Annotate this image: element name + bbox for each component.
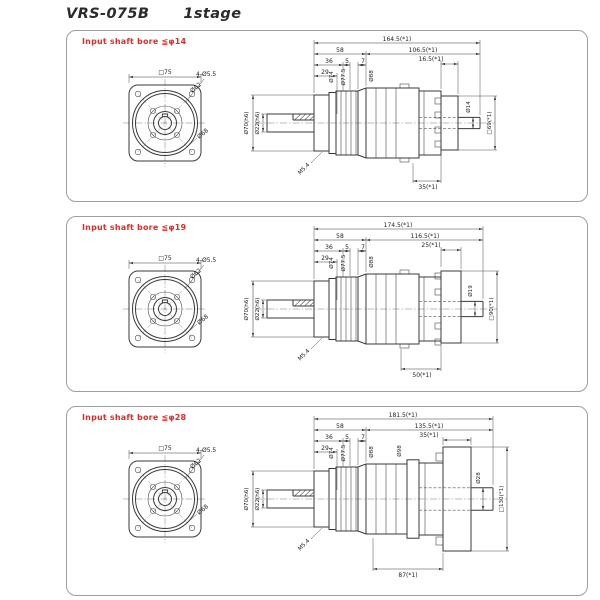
dim-dia77-5: Ø77.5 <box>340 68 347 85</box>
input-bore-note: Input shaft bore ≦φ28 <box>82 413 187 422</box>
dim-dia68: Ø68 <box>196 127 210 140</box>
dim-motor-side-length: 106.5(*1) <box>409 47 438 54</box>
dim-5: 5 <box>345 58 349 65</box>
label-tap: M5.4 <box>297 538 311 552</box>
label-tap: M5.4 <box>297 348 311 362</box>
dim-total-length: 164.5(*1) <box>383 36 412 43</box>
side-view <box>255 83 495 163</box>
stage-label: 1stage <box>183 6 242 22</box>
dim-motor-shaft-dia: Ø19 <box>467 285 474 297</box>
dim-5: 5 <box>345 244 349 251</box>
label-tap: M5.4 <box>297 162 311 176</box>
dim-output-shaft-dia: Ø22(h6) <box>254 298 261 321</box>
dim-adapter-length: 87(*1) <box>398 572 417 579</box>
dim-pilot-dia: Ø70(h6) <box>243 488 250 511</box>
dim-36: 36 <box>325 434 333 441</box>
dim-adapter-length: 50(*1) <box>412 372 431 379</box>
panel-input-bore-28: Input shaft bore ≦φ28 □75 4-Ø5.5 <box>66 406 588 596</box>
panel-input-bore-19: Input shaft bore ≦φ19 □75 4-Ø5.5 <box>66 216 588 392</box>
dim-dia74: Ø74 <box>328 71 335 83</box>
dim-motor-flange: □69(*1) <box>487 111 493 134</box>
technical-drawing-bore14: □75 4-Ø5.5 Ø62 Ø68 <box>123 36 497 191</box>
dim-square-75: □75 <box>158 445 171 452</box>
dim-dia77-5: Ø77.5 <box>340 254 347 271</box>
side-view-dimensions: 181.5(*1) 58 135.5(*1) 36 5 7 29 35( <box>243 412 509 579</box>
label-corner-holes: 4-Ø5.5 <box>196 257 216 264</box>
input-bore-note: Input shaft bore ≦φ14 <box>82 37 187 46</box>
dim-total-length: 181.5(*1) <box>389 412 418 419</box>
dim-36: 36 <box>325 58 333 65</box>
input-bore-note: Input shaft bore ≦φ19 <box>82 223 187 232</box>
dim-dia88: Ø88 <box>368 70 375 82</box>
dim-square-75: □75 <box>158 255 171 262</box>
side-view-dimensions: 174.5(*1) 58 116.5(*1) 36 5 7 29 25( <box>243 222 499 379</box>
dim-flange-thickness: 35(*1) <box>419 432 438 439</box>
technical-drawing-bore19: □75 4-Ø5.5 Ø62 Ø68 <box>123 222 499 379</box>
dim-gear-length: 58 <box>336 423 344 430</box>
dim-motor-shaft-dia: Ø14 <box>465 101 472 113</box>
dim-motor-flange: □90(*1) <box>489 297 495 320</box>
dim-motor-flange: □130(*1) <box>499 486 505 513</box>
side-view <box>255 446 507 552</box>
dim-output-shaft-dia: Ø22(h6) <box>254 112 261 135</box>
dim-pilot-dia: Ø70(h6) <box>243 298 250 321</box>
technical-drawing-bore28: □75 4-Ø5.5 Ø62 Ø68 <box>123 412 509 579</box>
dim-dia98: Ø98 <box>396 445 403 457</box>
dim-dia68: Ø68 <box>196 503 210 516</box>
label-corner-holes: 4-Ø5.5 <box>196 447 216 454</box>
dim-motor-shaft-dia: Ø28 <box>475 472 482 484</box>
dim-29: 29 <box>321 445 329 452</box>
dim-gear-length: 58 <box>336 47 344 54</box>
dim-adapter-length: 35(*1) <box>418 184 437 191</box>
dim-dia77-5: Ø77.5 <box>340 444 347 461</box>
front-view: □75 4-Ø5.5 Ø62 Ø68 <box>123 69 216 167</box>
dim-36: 36 <box>325 244 333 251</box>
dim-7: 7 <box>361 434 365 441</box>
dim-dia88: Ø88 <box>368 256 375 268</box>
dim-motor-side-length: 135.5(*1) <box>415 423 444 430</box>
dim-29: 29 <box>321 255 329 262</box>
dim-7: 7 <box>361 58 365 65</box>
dim-29: 29 <box>321 69 329 76</box>
dim-pilot-dia: Ø70(h6) <box>243 112 250 135</box>
dim-7: 7 <box>361 244 365 251</box>
dim-flange-thickness: 25(*1) <box>421 242 440 249</box>
dim-square-75: □75 <box>158 69 171 76</box>
side-view-dimensions: 164.5(*1) 58 106.5(*1) 36 5 7 29 16. <box>243 36 497 191</box>
dim-output-shaft-dia: Ø22(h6) <box>254 488 261 511</box>
page-title: VRS-075B 1stage <box>66 6 241 22</box>
dim-flange-thickness: 16.5(*1) <box>419 56 444 63</box>
dim-motor-side-length: 116.5(*1) <box>411 233 440 240</box>
dim-dia88: Ø88 <box>368 446 375 458</box>
dim-total-length: 174.5(*1) <box>384 222 413 229</box>
front-view: □75 4-Ø5.5 Ø62 Ø68 <box>123 255 216 353</box>
dim-dia74: Ø74 <box>328 447 335 459</box>
front-view: □75 4-Ø5.5 Ø62 Ø68 <box>123 445 216 543</box>
side-view <box>255 269 497 349</box>
panel-input-bore-14: Input shaft bore ≦φ14 □75 4-Ø5.5 <box>66 30 588 202</box>
dim-5: 5 <box>345 434 349 441</box>
dim-dia74: Ø74 <box>328 257 335 269</box>
dim-dia68: Ø68 <box>196 313 210 326</box>
label-corner-holes: 4-Ø5.5 <box>196 71 216 78</box>
model-name: VRS-075B <box>66 6 150 22</box>
dim-gear-length: 58 <box>336 233 344 240</box>
